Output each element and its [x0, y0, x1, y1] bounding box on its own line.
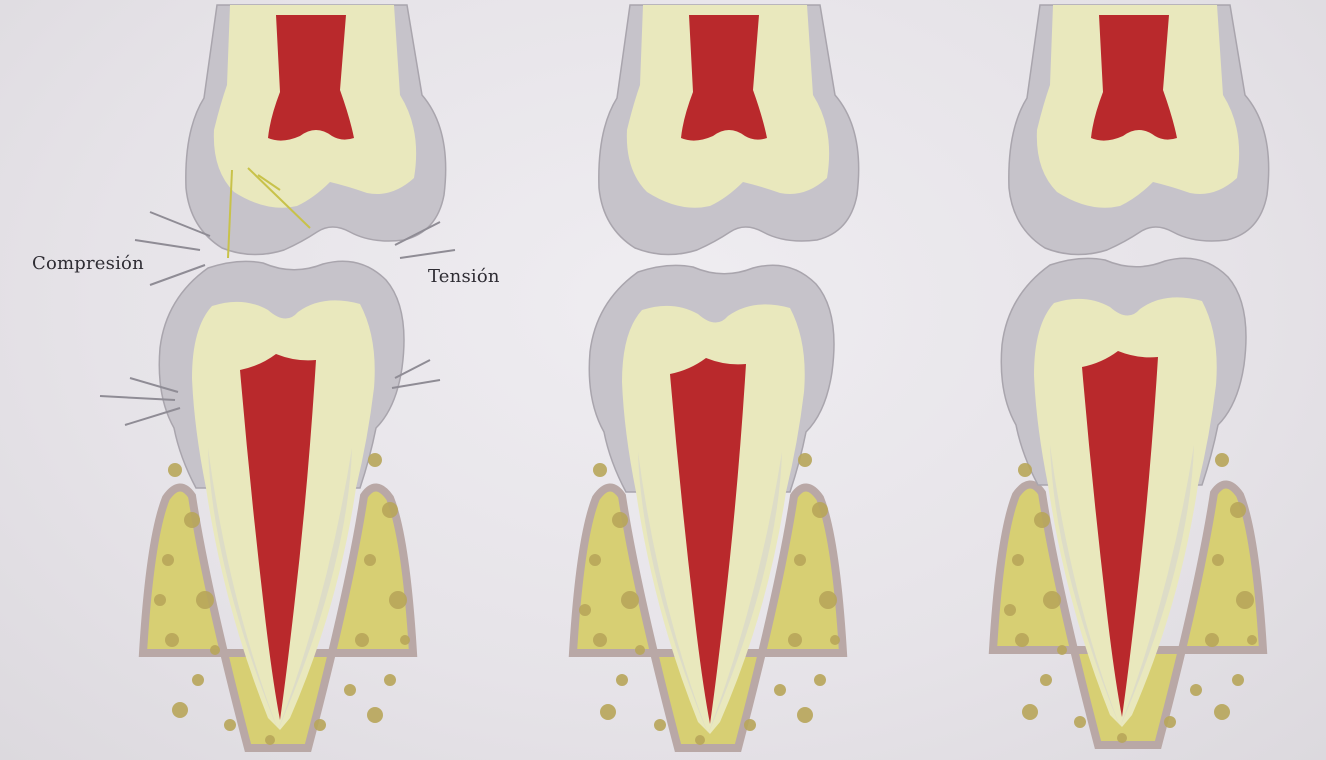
panel-wear-stage-2 [993, 5, 1269, 745]
panel-wear-stage-1 [573, 5, 859, 748]
compression-label: Compresión [32, 253, 144, 274]
tension-label: Tensión [428, 266, 500, 287]
panel-compression-tension [100, 5, 455, 748]
